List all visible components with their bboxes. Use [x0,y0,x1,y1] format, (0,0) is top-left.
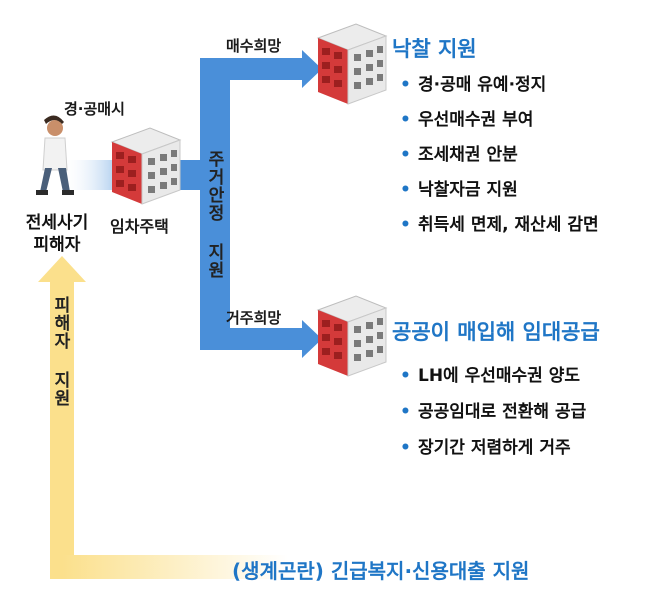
rented-house-label: 임차주택 [110,217,169,236]
victim-label-line1: 전세사기 [25,213,89,233]
rented-house-building-icon [110,127,182,205]
purchase-wish-label: 매수희망 [226,37,282,55]
residence-wish-label: 거주희망 [226,309,282,327]
emergency-welfare-credit-text: (생계곤란) 긴급복지·신용대출 지원 [232,559,530,583]
victim-support-label: 피해자 지원 [50,296,70,407]
bid-support-list: 경·공매 유예·정지 우선매수권 부여 조세채권 안분 낙찰자금 지원 취득세 … [400,68,599,243]
housing-support-arrow [176,50,322,358]
public-building-icon [316,295,388,377]
list-item: 공공임대로 전환해 공급 [400,394,586,430]
public-rental-list: LH에 우선매수권 양도 공공임대로 전환해 공급 장기간 저렴하게 거주 [400,358,586,466]
victim-support-arrow [38,256,288,579]
person-icon [36,115,74,195]
victim-label: 전세사기 피해자 [2,212,112,256]
list-item: 장기간 저렴하게 거주 [400,430,586,466]
victim-to-house-glow [62,160,112,190]
list-item: LH에 우선매수권 양도 [400,358,586,394]
list-item: 조세채권 안분 [400,138,599,173]
auction-time-label: 경·공매시 [64,100,125,118]
victim-label-line2: 피해자 [33,235,81,255]
housing-support-label: 주거안정 지원 [204,150,224,279]
list-item: 낙찰자금 지원 [400,173,599,208]
list-item: 우선매수권 부여 [400,103,599,138]
bid-building-icon [316,23,388,105]
list-item: 취득세 면제, 재산세 감면 [400,208,599,243]
public-rental-title: 공공이 매입해 임대공급 [392,320,600,344]
list-item: 경·공매 유예·정지 [400,68,599,103]
bid-support-title: 낙찰 지원 [392,37,477,61]
